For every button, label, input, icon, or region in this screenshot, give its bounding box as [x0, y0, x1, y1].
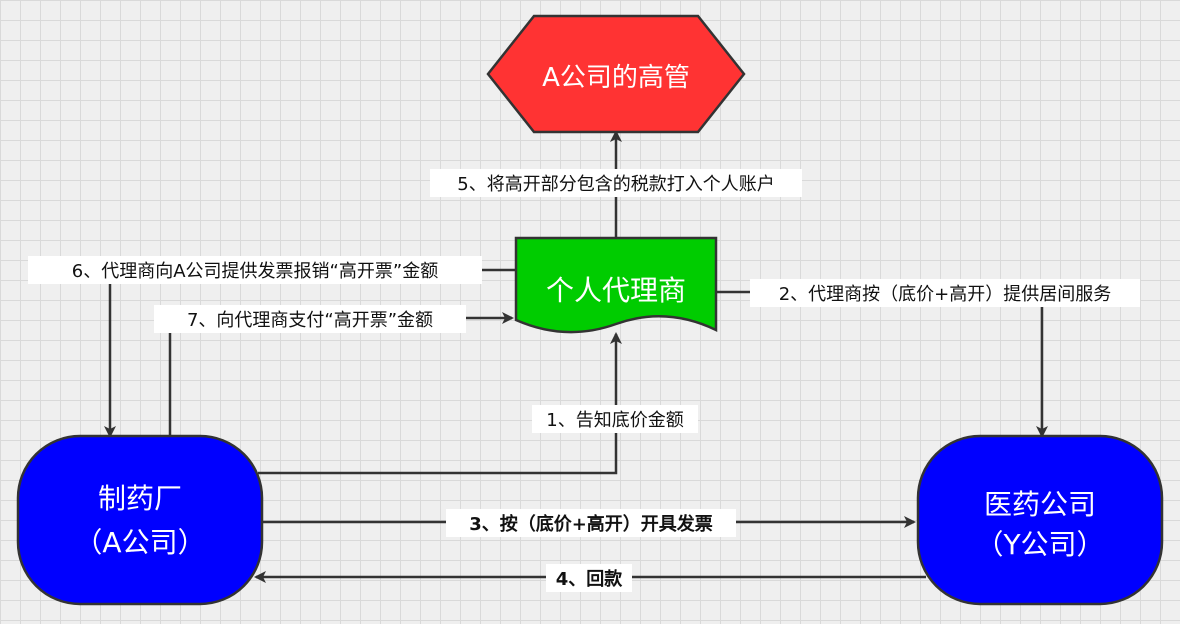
node-agent: 个人代理商 — [514, 236, 718, 334]
node-executive-label: A公司的高管 — [542, 63, 690, 93]
label-step4: 4、回款 — [546, 564, 632, 592]
edge-inform-base-price — [258, 332, 622, 475]
label-step3: 3、按（底价+高开）开具发票 — [446, 509, 736, 537]
label-step4-text: 4、回款 — [556, 568, 624, 590]
label-step7-text: 7、向代理商支付“高开票”金额 — [187, 310, 433, 331]
label-step6-text: 6、代理商向A公司提供发票报销“高开票”金额 — [72, 261, 438, 282]
label-step1: 1、告知底价金额 — [532, 405, 698, 433]
node-manufacturer-company: （A公司） — [74, 526, 205, 559]
node-pharma-company: （Y公司） — [975, 528, 1104, 561]
node-executive: A公司的高管 — [486, 14, 746, 134]
edge-pay-agent — [168, 312, 514, 436]
node-manufacturer-name: 制药厂 — [98, 482, 182, 515]
node-agent-label: 个人代理商 — [546, 274, 686, 307]
label-step5: 5、将高开部分包含的税款打入个人账户 — [430, 169, 802, 197]
node-pharma-name: 医药公司 — [984, 488, 1096, 521]
node-manufacturer: 制药厂 （A公司） — [16, 434, 264, 606]
label-step5-text: 5、将高开部分包含的税款打入个人账户 — [457, 174, 774, 195]
label-step3-text: 3、按（底价+高开）开具发票 — [469, 513, 713, 535]
label-step2: 2、代理商按（底价+高开）提供居间服务 — [750, 279, 1140, 307]
label-step1-text: 1、告知底价金额 — [546, 410, 683, 431]
label-step7: 7、向代理商支付“高开票”金额 — [154, 305, 466, 333]
label-step2-text: 2、代理商按（底价+高开）提供居间服务 — [779, 284, 1112, 305]
edge-agent-service — [716, 290, 1048, 438]
node-pharma: 医药公司 （Y公司） — [916, 434, 1164, 606]
label-step6: 6、代理商向A公司提供发票报销“高开票”金额 — [28, 256, 482, 284]
